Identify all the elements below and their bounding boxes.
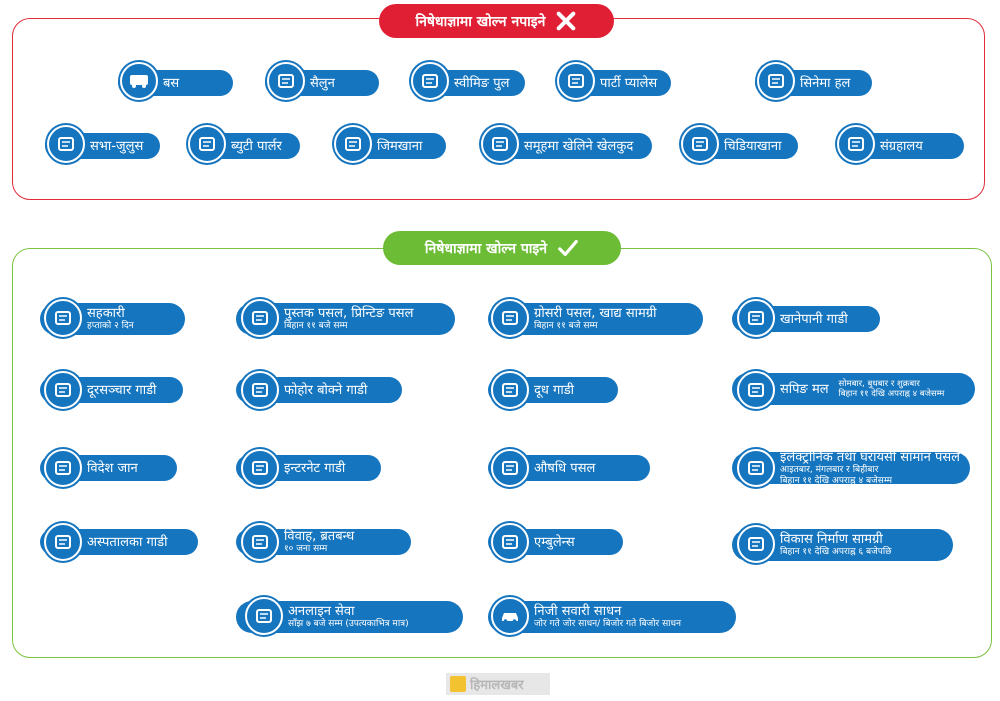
bookshop-icon — [241, 299, 279, 337]
item-label: संग्रहालय — [880, 138, 923, 154]
salon-icon — [267, 62, 305, 100]
item-label: पुस्तक पसल, प्रिन्टिङ पसल — [284, 306, 414, 321]
cooperative-icon — [44, 299, 82, 337]
item-label: फोहोर बोक्ने गाडी — [284, 382, 368, 398]
wedding-rings-icon — [241, 523, 279, 561]
item-label: इलेक्ट्रोनिक तथा घरायसी सामान पसल — [780, 449, 960, 465]
item-label: समूहमा खेलिने खेलकुद — [524, 138, 634, 154]
party-palace-icon — [557, 62, 595, 100]
item-label: जिमखाना — [377, 138, 423, 154]
item-label: खानेपानी गाडी — [780, 311, 848, 327]
item-label: ग्रोसरी पसल, खाद्य सामग्री — [534, 306, 657, 321]
construction-store-icon — [737, 525, 775, 563]
item-note: बिहान ११ देखि अपराह्न ६ बजेपछि — [780, 547, 892, 557]
himalkhabar-logo-icon — [450, 676, 466, 692]
check-icon — [558, 239, 578, 257]
item-label: सभा-जुलुस — [90, 138, 144, 154]
item-label: दूध गाडी — [534, 382, 575, 398]
item-note: हप्ताको २ दिन — [87, 321, 134, 331]
car-icon — [491, 597, 529, 635]
item-hours: बिहान ११ देखि अपराह्न ४ बजेसम्म — [838, 389, 945, 399]
not-allowed-title: निषेधाज्ञामा खोल्न नपाइने — [415, 13, 546, 30]
museum-icon — [837, 125, 875, 163]
grocery-icon — [491, 299, 529, 337]
zoo-icon — [681, 125, 719, 163]
crowd-icon — [47, 125, 85, 163]
item-label: विदेश जान — [87, 460, 138, 476]
bus-icon — [120, 62, 158, 100]
allowed-title: निषेधाज्ञामा खोल्न पाइने — [424, 240, 548, 257]
item-note: जोर गते जोर साधन/ बिजोर गते बिजोर साधन — [534, 619, 682, 629]
item-label: विकास निर्माण सामग्री — [780, 532, 883, 547]
item-label: औषधि पसल — [534, 460, 596, 476]
item-note: १० जना सम्म — [284, 544, 328, 554]
water-tanker-icon — [737, 299, 775, 337]
telecom-vehicle-icon — [44, 371, 82, 409]
item-label: चिडियाखाना — [724, 138, 782, 154]
footer-brand: हिमालखबर — [470, 678, 524, 693]
item-label: अस्पतालका गाडी — [87, 534, 168, 550]
ambulance-icon — [491, 523, 529, 561]
item-label: एम्बुलेन्स — [534, 534, 575, 550]
not-allowed-header: निषेधाज्ञामा खोल्न नपाइने — [379, 4, 614, 38]
item-label: सहकारी — [87, 306, 125, 321]
swimming-pool-icon — [411, 62, 449, 100]
item-label: इन्टरनेट गाडी — [284, 460, 346, 476]
not-allowed-section — [12, 18, 985, 200]
pharmacy-icon — [491, 449, 529, 487]
item-label: स्वीमिङ पुल — [454, 75, 510, 91]
item-days: सोमबार, बुधबार र शुक्रबार — [838, 379, 920, 389]
electronics-shop-icon — [737, 449, 775, 487]
hospital-vehicle-icon — [44, 523, 82, 561]
passport-icon — [44, 449, 82, 487]
close-x-icon — [557, 11, 576, 31]
item-label: अनलाइन सेवा — [288, 604, 355, 619]
item-label: सैलुन — [310, 75, 335, 91]
beauty-parlour-icon — [188, 125, 226, 163]
item-label: ब्युटी पार्लर — [231, 138, 282, 154]
garbage-truck-icon — [241, 371, 279, 409]
item-label: पार्टी प्यालेस — [600, 75, 658, 91]
shopping-mall-icon — [737, 371, 775, 409]
allowed-header: निषेधाज्ञामा खोल्न पाइने — [383, 231, 621, 265]
internet-vehicle-icon — [241, 449, 279, 487]
gym-icon — [334, 125, 372, 163]
item-label: सिनेमा हल — [800, 75, 851, 91]
item-label: विवाह, ब्रतबन्ध — [284, 529, 355, 544]
item-note: साँझ ७ बजे सम्म (उपत्यकाभित्र मात्र) — [288, 619, 409, 629]
item-note: बिहान ११ बजे सम्म — [284, 321, 348, 331]
item-label: दूरसञ्चार गाडी — [87, 382, 157, 398]
item-label: निजी सवारी साधन — [534, 604, 622, 619]
himalkhabar-logo: हिमालखबर — [446, 673, 550, 695]
item-note: बिहान ११ बजे सम्म — [534, 321, 598, 331]
item-label: बस — [163, 75, 180, 91]
milk-vehicle-icon — [491, 371, 529, 409]
cinema-icon — [757, 62, 795, 100]
item-label: सपिङ मल — [780, 381, 829, 397]
mobile-phone-icon — [245, 597, 283, 635]
item-note: आइतबार, मंगलबार र बिहीबार — [780, 464, 879, 475]
group-sports-icon — [481, 125, 519, 163]
item-note: बिहान ११ देखि अपराह्न ४ बजेसम्म — [780, 475, 892, 486]
